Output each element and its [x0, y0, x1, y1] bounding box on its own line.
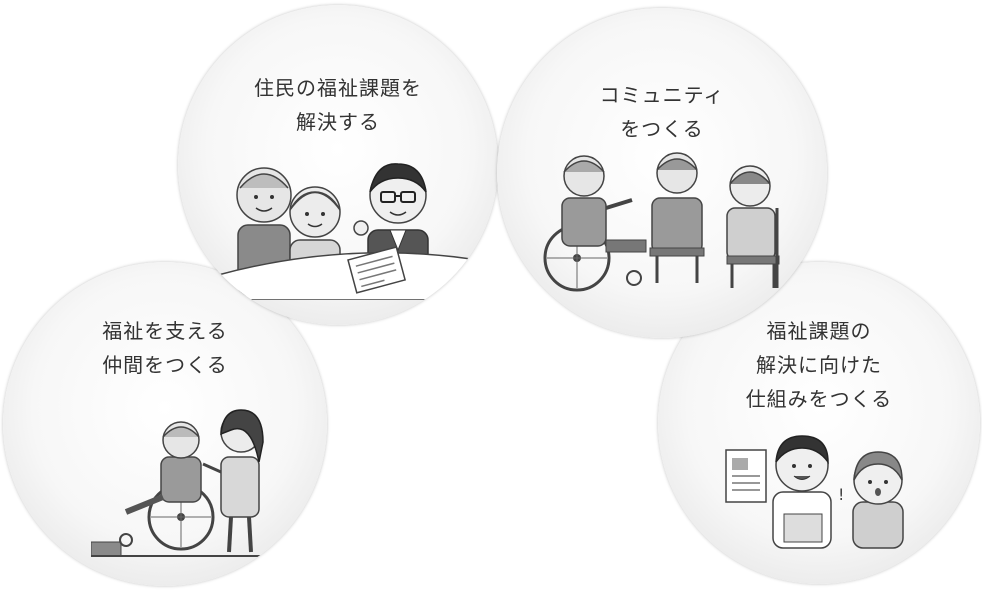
svg-text:!: !	[838, 485, 844, 504]
community-illustration	[543, 152, 780, 292]
label-line-1: 福祉課題の	[766, 319, 872, 343]
label-line-2: をつくる	[620, 117, 704, 141]
staff-man-figure	[772, 435, 832, 549]
label-line-2: 解決する	[296, 110, 380, 134]
circle-community-label: コミュニティ をつくる	[497, 78, 827, 146]
staff-woman-figure: !	[838, 451, 904, 549]
label-line-2: 仲間をつくる	[102, 353, 228, 377]
circle-supporters: 福祉を支える 仲間をつくる	[3, 262, 327, 586]
wheelchair-assist-illustration	[91, 409, 264, 557]
wheelchair-user-figure	[543, 155, 647, 292]
label-line-1: 住民の福祉課題を	[254, 76, 422, 100]
circle-supporters-label: 福祉を支える 仲間をつくる	[3, 314, 327, 382]
circle-community: コミュニティ をつくる	[497, 8, 827, 338]
label-line-1: 福祉を支える	[102, 319, 228, 343]
circle-resident-issues: 住民の福祉課題を 解決する	[178, 5, 498, 325]
table-surface	[218, 251, 478, 300]
woman-seated-figure	[726, 165, 780, 288]
elderly-woman-seated-figure	[649, 152, 705, 283]
planning-illustration: !	[725, 435, 904, 549]
label-line-2: 解決に向けた	[756, 353, 882, 377]
consultation-illustration	[218, 163, 478, 300]
label-line-1: コミュニティ	[599, 83, 725, 107]
document-icon	[347, 246, 407, 294]
step-block	[91, 541, 122, 557]
circle-resident-issues-label: 住民の福祉課題を 解決する	[178, 71, 498, 139]
circle-systems-label: 福祉課題の 解決に向けた 仕組みをつくる	[658, 314, 980, 416]
document-icon	[725, 449, 767, 503]
label-line-3: 仕組みをつくる	[745, 387, 893, 411]
